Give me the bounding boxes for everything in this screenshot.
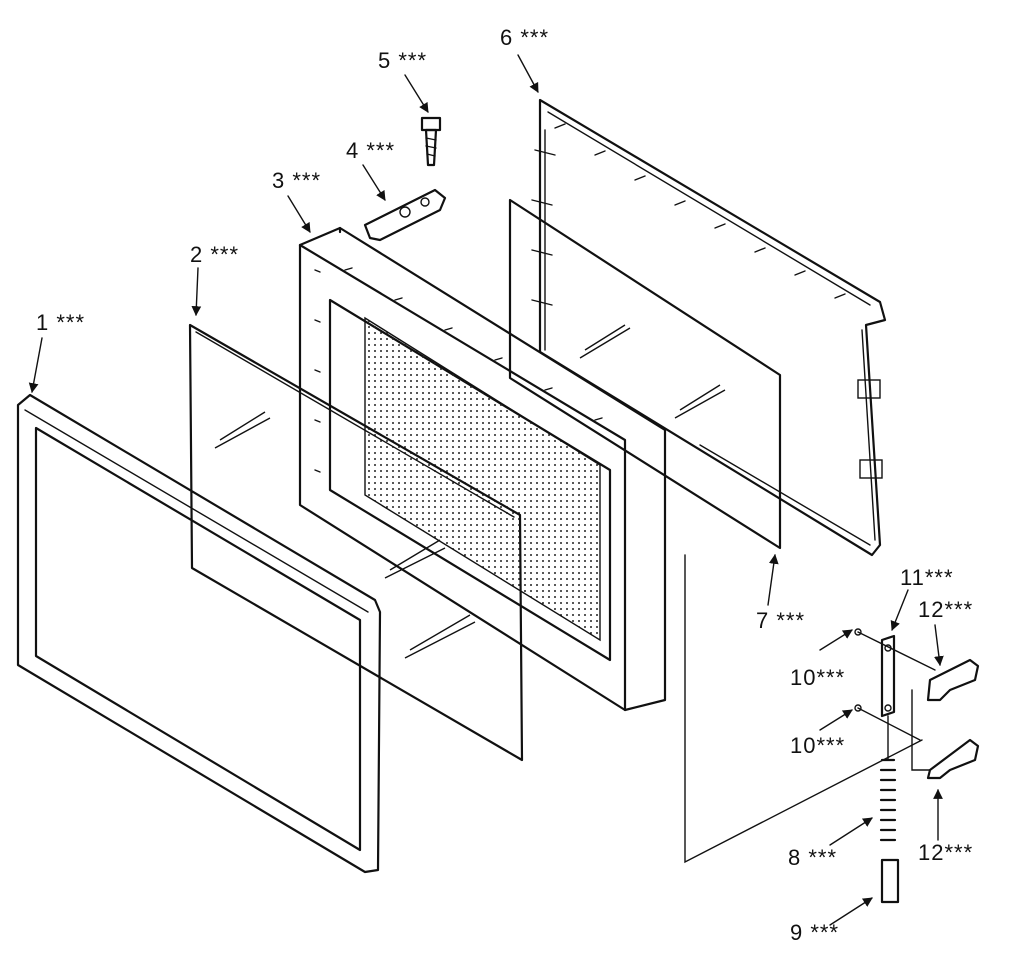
callout-arrows: [28, 54, 944, 926]
label-part-11: 11***: [900, 565, 954, 590]
arrow-part-10a: [819, 629, 853, 651]
label-part-2: 2 ***: [190, 242, 239, 267]
arrow-part-11: [890, 589, 909, 631]
arrow-part-6: [517, 54, 539, 93]
label-part-9: 9 ***: [790, 920, 839, 945]
label-part-4: 4 ***: [346, 138, 395, 163]
screw: [420, 116, 442, 167]
arrow-part-3: [287, 195, 311, 233]
arrow-part-4: [362, 164, 386, 201]
arrow-part-1: [28, 337, 43, 393]
label-part-10b: 10***: [790, 733, 845, 758]
arrow-part-8: [829, 817, 873, 846]
outer-door-frame: [16, 393, 382, 874]
label-part-7: 7 ***: [756, 608, 805, 633]
label-part-10a: 10***: [790, 665, 845, 690]
inner-glass-sheet: [508, 198, 782, 550]
label-part-5: 5 ***: [378, 48, 427, 73]
arrow-part-7: [767, 554, 779, 606]
arrow-part-5: [404, 74, 429, 113]
front-glass-panel: [188, 323, 524, 762]
label-part-3: 3 ***: [272, 168, 321, 193]
hinge-bracket: [363, 188, 447, 242]
callout-labels: 1 *** 2 *** 3 *** 4 *** 5 *** 6 *** 7 **…: [36, 25, 973, 945]
latch-assembly: [684, 554, 980, 904]
door-frame-with-mesh: [298, 226, 667, 712]
label-part-1: 1 ***: [36, 310, 85, 335]
label-part-6: 6 ***: [500, 25, 549, 50]
arrow-part-9: [829, 897, 873, 926]
label-part-8: 8 ***: [788, 845, 837, 870]
arrow-part-2: [191, 267, 202, 316]
label-part-12a: 12***: [918, 597, 973, 622]
arrow-part-10b: [819, 709, 853, 731]
label-part-12b: 12***: [918, 840, 973, 865]
arrow-part-12a: [934, 624, 944, 666]
